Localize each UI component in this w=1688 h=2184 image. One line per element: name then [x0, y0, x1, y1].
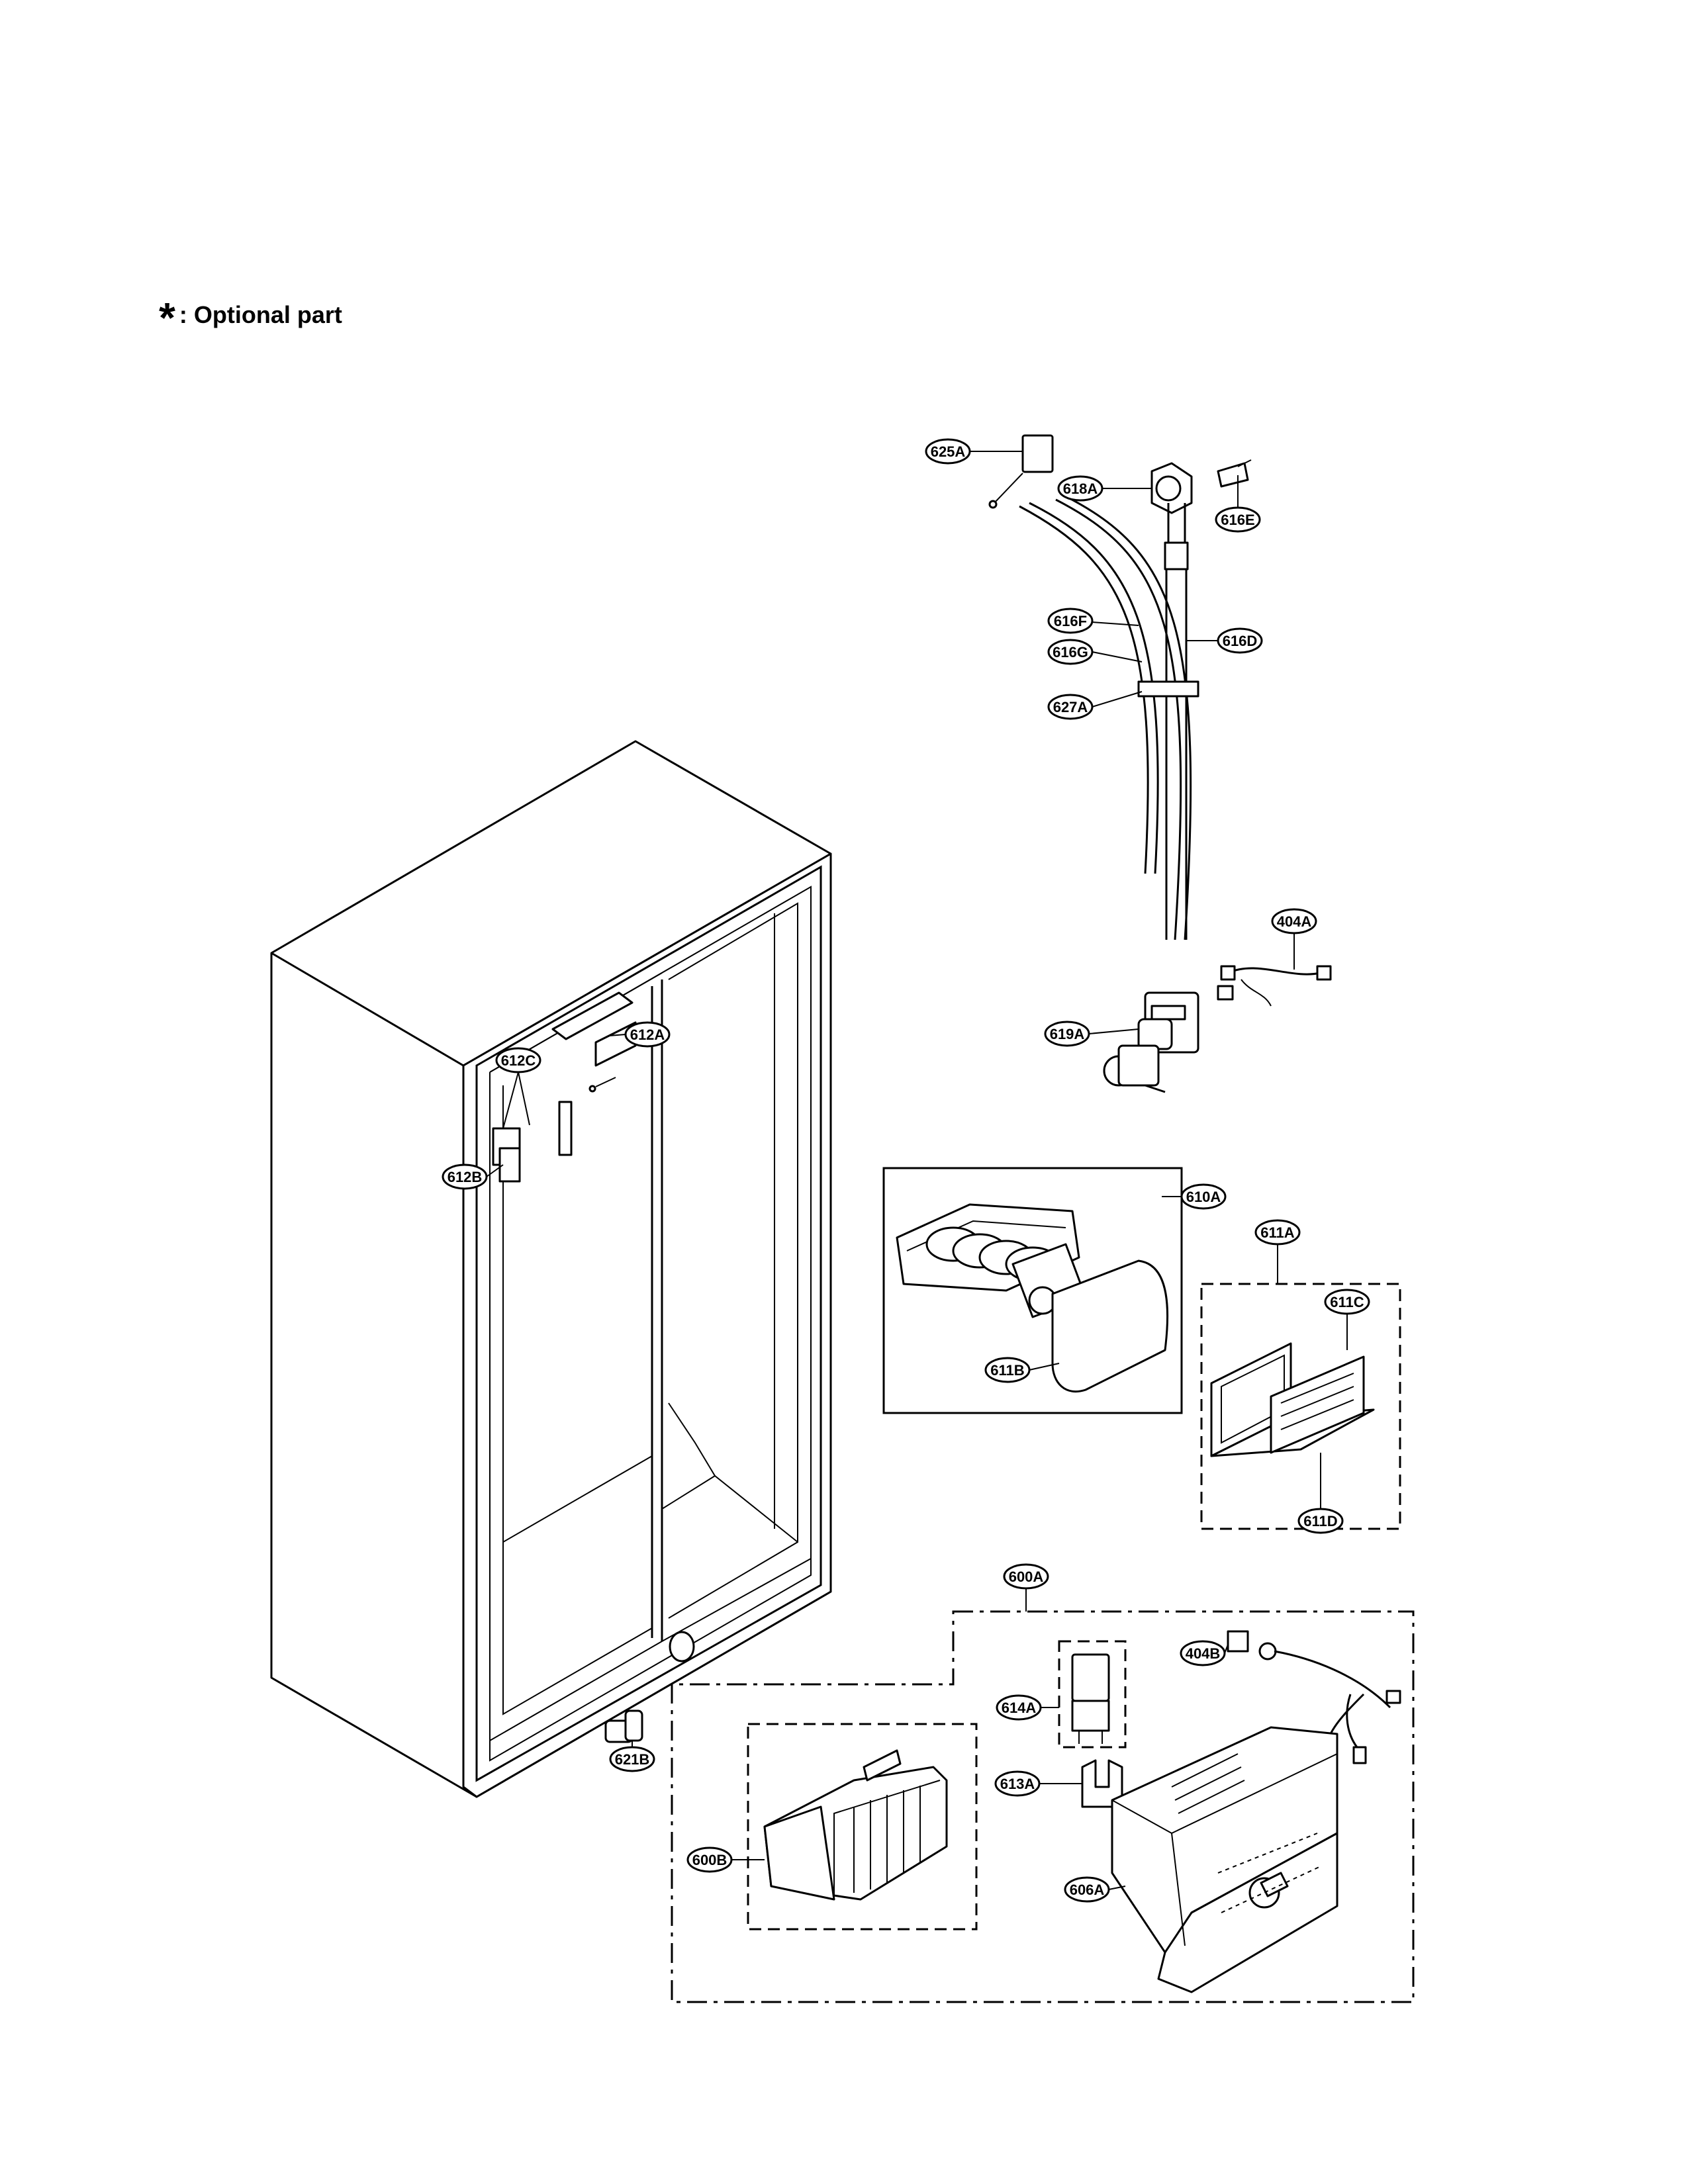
svg-text:600A: 600A — [1009, 1569, 1044, 1585]
svg-text:611C: 611C — [1330, 1294, 1364, 1310]
bracket-612 — [492, 991, 637, 1183]
label-600B: 600B — [686, 1846, 733, 1873]
label-619A: 619A — [1044, 1021, 1090, 1047]
water-valve-619A — [1103, 991, 1199, 1093]
svg-text:616F: 616F — [1054, 613, 1087, 629]
label-621B: 621B — [609, 1746, 655, 1772]
label-625A: 625A — [925, 438, 971, 465]
ice-maker-600B — [763, 1749, 948, 1901]
label-612B: 612B — [442, 1163, 488, 1190]
svg-text:627A: 627A — [1053, 699, 1088, 715]
svg-text:616G: 616G — [1053, 644, 1088, 660]
group-600A — [671, 1610, 1415, 2003]
label-611D: 611D — [1297, 1508, 1344, 1534]
asterisk-symbol: * — [159, 294, 175, 341]
svg-text:611B: 611B — [990, 1362, 1024, 1379]
svg-text:616E: 616E — [1221, 512, 1254, 528]
svg-text:614A: 614A — [1002, 1700, 1037, 1716]
svg-text:611A: 611A — [1260, 1224, 1294, 1241]
housing-606A — [1111, 1726, 1338, 1993]
water-tubes — [988, 434, 1252, 940]
leader-lines — [486, 451, 1348, 1890]
svg-text:619A: 619A — [1050, 1026, 1085, 1042]
label-616F: 616F — [1047, 608, 1094, 634]
label-610A: 610A — [1180, 1183, 1227, 1210]
svg-text:612C: 612C — [501, 1052, 536, 1069]
optional-part-legend: *: Optional part — [159, 296, 342, 339]
svg-text:612A: 612A — [630, 1026, 665, 1043]
label-611C: 611C — [1324, 1289, 1370, 1315]
svg-text:625A: 625A — [931, 443, 966, 460]
svg-text:404A: 404A — [1277, 913, 1312, 930]
svg-text:610A: 610A — [1186, 1189, 1221, 1205]
svg-text:612B: 612B — [447, 1169, 483, 1185]
svg-text:611D: 611D — [1303, 1513, 1337, 1529]
label-611B: 611B — [984, 1357, 1031, 1383]
label-627A: 627A — [1047, 694, 1094, 720]
refrigerator-cabinet — [270, 740, 832, 1798]
label-616G: 616G — [1047, 639, 1094, 665]
group-610A — [882, 1167, 1183, 1414]
wire-harness-404A — [1217, 965, 1332, 1007]
group-611A — [1200, 1283, 1401, 1530]
svg-text:600B: 600B — [692, 1852, 727, 1868]
svg-text:613A: 613A — [1000, 1776, 1035, 1792]
label-404B: 404B — [1180, 1640, 1226, 1666]
label-606A: 606A — [1064, 1876, 1110, 1903]
part-labels: 625A 618A 616E 616F 616G 616D 627A 404A … — [442, 438, 1370, 1903]
label-614A: 614A — [996, 1694, 1042, 1721]
switch-614A — [1071, 1653, 1110, 1744]
label-612C: 612C — [495, 1047, 541, 1073]
label-612A: 612A — [624, 1021, 671, 1048]
label-600A: 600A — [1003, 1563, 1049, 1590]
svg-text:618A: 618A — [1063, 480, 1098, 497]
label-616D: 616D — [1217, 627, 1263, 654]
label-618A: 618A — [1057, 475, 1103, 502]
svg-text:621B: 621B — [615, 1751, 650, 1768]
label-613A: 613A — [994, 1770, 1041, 1797]
label-404A: 404A — [1271, 908, 1317, 934]
label-616E: 616E — [1215, 506, 1261, 533]
legend-text: : Optional part — [179, 301, 342, 328]
fitting-621B — [604, 1709, 643, 1743]
svg-text:616D: 616D — [1223, 633, 1258, 649]
clip-613A — [1081, 1759, 1123, 1808]
svg-text:606A: 606A — [1070, 1882, 1105, 1898]
label-611A: 611A — [1254, 1219, 1301, 1246]
svg-text:404B: 404B — [1186, 1645, 1221, 1662]
